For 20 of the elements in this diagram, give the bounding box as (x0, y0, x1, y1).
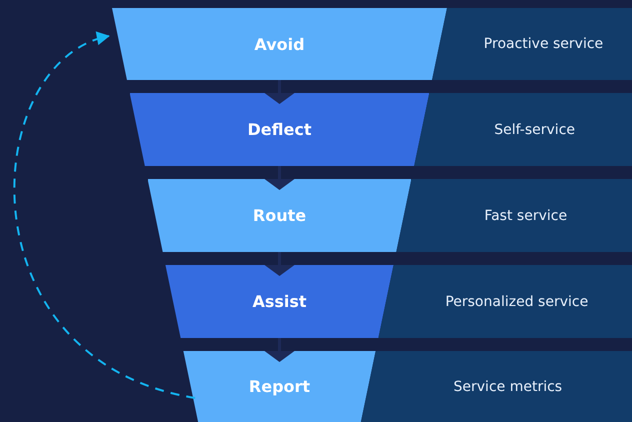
description-panel (378, 265, 632, 338)
chevron-arrow (264, 80, 294, 104)
description-panel (360, 351, 632, 422)
description-text: Service metrics (454, 378, 562, 394)
stage-label: Assist (252, 292, 307, 311)
description-text: Proactive service (484, 36, 604, 52)
stage-label: Deflect (247, 120, 312, 139)
description-text: Fast service (484, 208, 568, 224)
description-text: Self-service (494, 122, 576, 138)
description-text: Personalized service (445, 294, 588, 310)
description-panel (432, 8, 632, 80)
chevron-arrow (264, 252, 294, 276)
description-panel (396, 179, 632, 252)
stage-label: Route (252, 206, 306, 225)
chevron-arrow (264, 166, 294, 190)
dashed-arrow (14, 34, 196, 399)
chevron-arrow (264, 338, 294, 362)
stage-label: Avoid (254, 34, 305, 54)
stage-label: Report (248, 377, 310, 396)
description-panel (414, 93, 632, 166)
